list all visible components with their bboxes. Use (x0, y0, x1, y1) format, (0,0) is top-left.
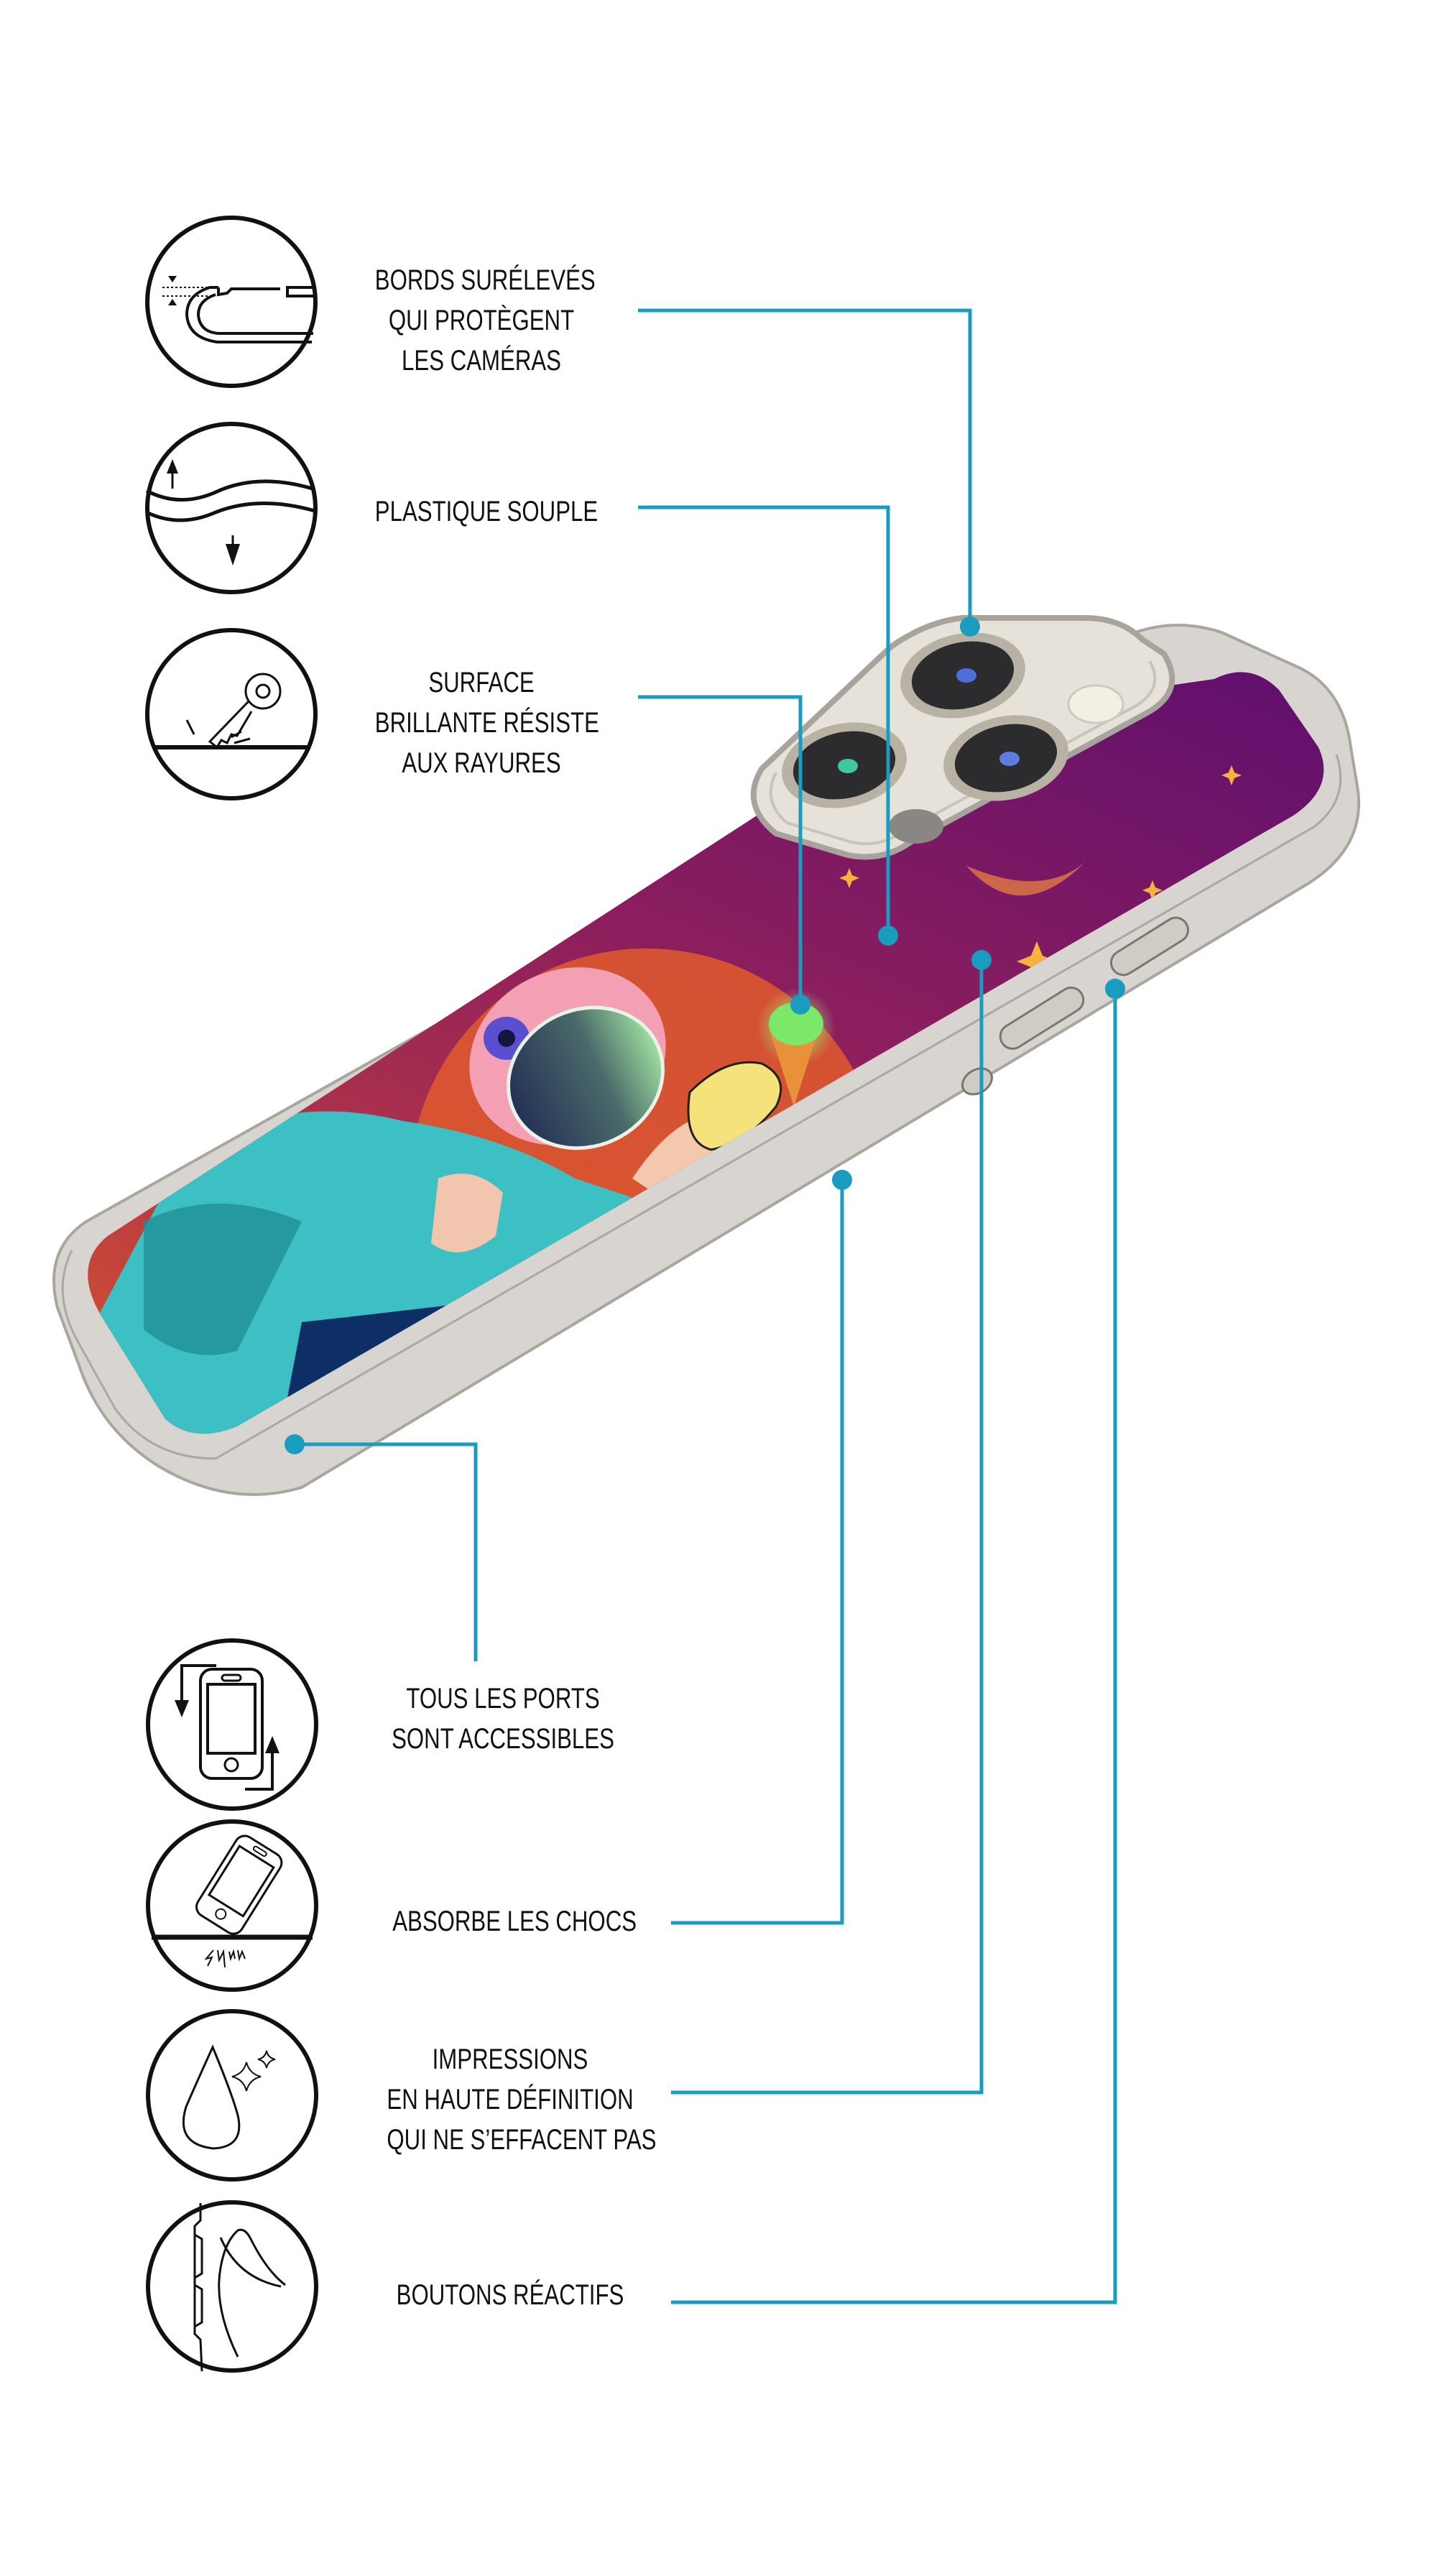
feature-label-shock-absorb: ABSORBE LES CHOCS (392, 1906, 637, 1937)
side-buttons-icon (146, 2200, 318, 2373)
camera-module (750, 615, 1175, 860)
flexible-wave-icon (145, 422, 318, 594)
feature-label-hd-print: IMPRESSIONS EN HAUTE DÉFINITION QUI NE S… (387, 2044, 657, 2156)
callout-dot-soft-plastic (878, 925, 898, 946)
feature-label-scratch-resistant: SURFACE BRILLANTE RÉSISTE AUX RAYURES (374, 667, 599, 779)
phone-rotate-icon (146, 1638, 318, 1811)
callout-line-soft-plastic (638, 505, 890, 936)
feature-label-buttons: BOUTONS RÉACTIFS (396, 2279, 624, 2311)
callout-line-shock-absorb (671, 1180, 844, 1925)
callout-dot-scratch-resistant (790, 994, 810, 1015)
callout-line-scratch-resistant (638, 695, 803, 1005)
callout-dot-hd-print (971, 950, 992, 970)
raised-edge-camera-icon (145, 216, 318, 388)
callout-dot-shock-absorb (832, 1170, 852, 1190)
feature-label-soft-plastic: PLASTIQUE SOUPLE (374, 496, 599, 527)
callout-line-hd-print (671, 960, 984, 2095)
key-scratch-icon (145, 628, 318, 800)
callout-line-buttons (671, 989, 1117, 2304)
callout-line-ports (295, 1442, 478, 1661)
feature-label-ports: TOUS LES PORTS SONT ACCESSIBLES (392, 1683, 614, 1755)
callout-line-raised-edges (638, 308, 972, 627)
phone-drop-shock-icon (146, 1819, 318, 1992)
callout-dot-buttons (1105, 979, 1125, 999)
feature-label-raised-edges: BORDS SURÉLEVÉS QUI PROTÈGENT LES CAMÉRA… (374, 264, 596, 377)
callout-dot-ports (285, 1434, 305, 1454)
callout-dot-raised-edges (960, 617, 980, 637)
drop-sparkle-icon (146, 2009, 318, 2182)
